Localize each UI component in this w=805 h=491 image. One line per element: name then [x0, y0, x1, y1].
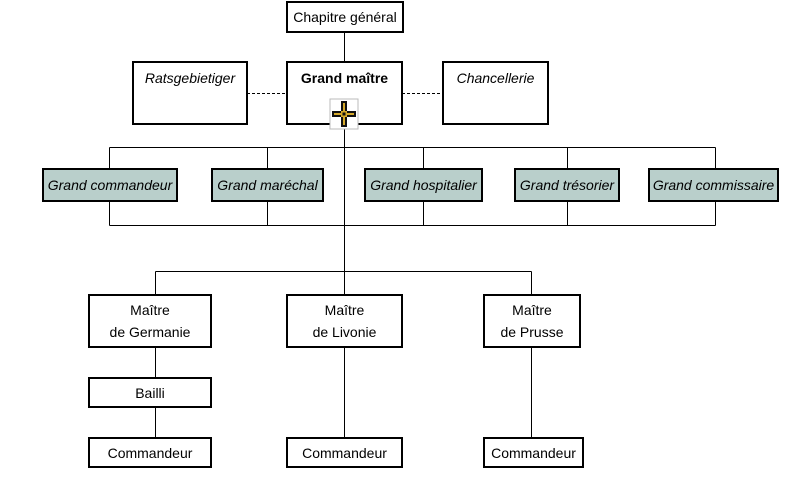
- chapter-label: Chapitre général: [293, 9, 397, 25]
- master-prussia-line2: de Prusse: [500, 324, 564, 340]
- ratsgebietiger-box: Ratsgebietiger: [132, 61, 248, 125]
- officer-grand-hospitalier: Grand hospitalier: [364, 168, 483, 202]
- commander-label: Commandeur: [491, 444, 576, 461]
- officer-grand-tresorier: Grand trésorier: [514, 168, 620, 202]
- officer-label: Grand trésorier: [519, 177, 615, 193]
- commander-germany-box: Commandeur: [88, 437, 212, 468]
- bailli-label: Bailli: [135, 384, 165, 401]
- master-prussia-box: Maître de Prusse: [483, 294, 581, 348]
- chancellerie-label: Chancellerie: [456, 70, 535, 86]
- commander-prussia-box: Commandeur: [483, 437, 584, 468]
- master-prussia-line1: Maître: [512, 302, 552, 318]
- master-livonia-line2: de Livonie: [312, 324, 377, 340]
- master-livonia-line1: Maître: [324, 302, 365, 318]
- chancellerie-box: Chancellerie: [442, 61, 549, 125]
- officer-label: Grand commissaire: [652, 177, 775, 193]
- ratsgebietiger-label: Ratsgebietiger: [144, 70, 236, 86]
- officer-grand-commandeur: Grand commandeur: [42, 168, 178, 202]
- officer-label: Grand commandeur: [47, 177, 173, 193]
- officer-label: Grand hospitalier: [370, 177, 477, 193]
- officer-grand-marechal: Grand maréchal: [211, 168, 324, 202]
- commander-label: Commandeur: [107, 444, 193, 461]
- chapter-box: Chapitre général: [286, 1, 404, 33]
- teutonic-cross-icon: [329, 98, 359, 130]
- grand-master-box: Grand maître: [286, 61, 403, 130]
- commander-label: Commandeur: [302, 444, 387, 461]
- master-germany-box: Maître de Germanie: [88, 294, 212, 348]
- master-germany-line1: Maître: [130, 302, 170, 318]
- grand-master-label: Grand maître: [300, 70, 389, 86]
- bailli-box: Bailli: [88, 377, 212, 408]
- officer-label: Grand maréchal: [217, 177, 318, 193]
- commander-livonia-box: Commandeur: [286, 437, 403, 468]
- master-livonia-box: Maître de Livonie: [286, 294, 403, 348]
- master-germany-line2: de Germanie: [109, 324, 191, 340]
- officer-grand-commissaire: Grand commissaire: [648, 168, 779, 202]
